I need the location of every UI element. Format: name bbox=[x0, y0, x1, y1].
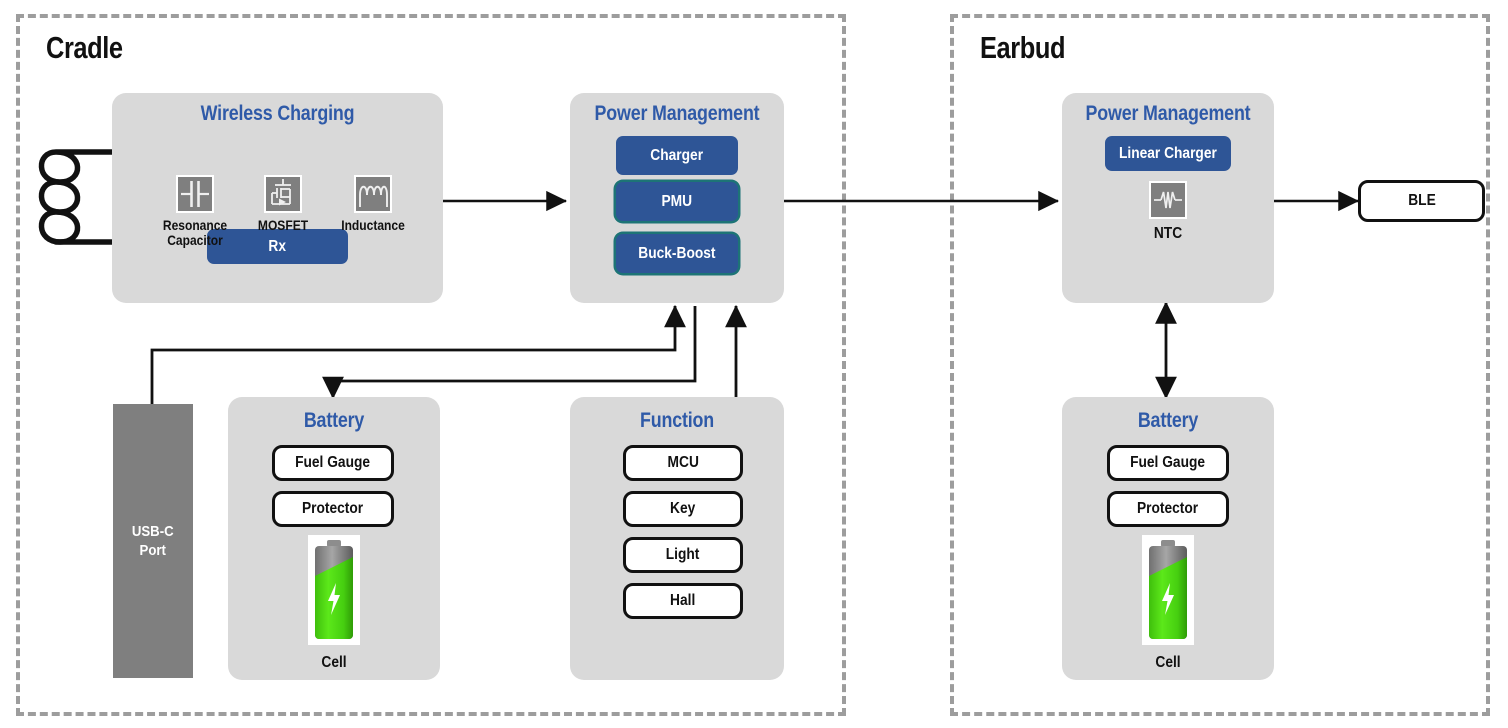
earbud-battery-cell-label: Cell bbox=[1155, 654, 1181, 671]
component-ntc-label: NTC bbox=[1153, 225, 1183, 242]
button-earbud-protector[interactable]: Protector bbox=[1107, 491, 1229, 527]
card-cradle-power-management: Power Management Charger PMU Buck-Boost bbox=[570, 93, 784, 303]
region-earbud-title: Earbud bbox=[980, 30, 1066, 65]
thermistor-icon bbox=[1149, 181, 1187, 219]
button-buck-boost[interactable]: Buck-Boost bbox=[616, 234, 738, 273]
component-inductance-label: Inductance bbox=[341, 217, 405, 233]
component-inductance: Inductance bbox=[324, 175, 422, 233]
card-function: Function MCU Key Light Hall bbox=[570, 397, 784, 680]
button-charger[interactable]: Charger bbox=[616, 136, 738, 175]
card-earbud-battery: Battery Fuel Gauge Protector Cell bbox=[1062, 397, 1274, 680]
button-linear-charger[interactable]: Linear Charger bbox=[1105, 136, 1231, 171]
card-wireless-charging-title: Wireless Charging bbox=[200, 102, 355, 125]
card-function-title: Function bbox=[639, 409, 714, 432]
button-rx[interactable]: Rx bbox=[207, 229, 348, 264]
card-cradle-battery-title: Battery bbox=[303, 409, 365, 432]
ble-box[interactable]: BLE bbox=[1358, 180, 1485, 222]
component-resonance-capacitor: Resonance Capacitor bbox=[148, 175, 242, 248]
component-mosfet: MOSFET bbox=[242, 175, 324, 233]
inductor-icon bbox=[354, 175, 392, 213]
button-mcu[interactable]: MCU bbox=[623, 445, 743, 481]
region-earbud bbox=[950, 14, 1490, 716]
card-cradle-battery: Battery Fuel Gauge Protector Cell bbox=[228, 397, 440, 680]
region-cradle bbox=[16, 14, 846, 716]
card-earbud-power-management-title: Power Management bbox=[1085, 102, 1251, 125]
region-cradle-title: Cradle bbox=[46, 30, 123, 65]
button-key[interactable]: Key bbox=[623, 491, 743, 527]
card-earbud-power-management: Power Management Linear Charger NTC bbox=[1062, 93, 1274, 303]
card-earbud-battery-title: Battery bbox=[1137, 409, 1199, 432]
capacitor-icon bbox=[176, 175, 214, 213]
button-cradle-protector[interactable]: Protector bbox=[272, 491, 394, 527]
battery-cell-icon bbox=[308, 535, 360, 645]
button-cradle-fuel-gauge[interactable]: Fuel Gauge bbox=[272, 445, 394, 481]
card-cradle-power-management-title: Power Management bbox=[594, 102, 760, 125]
component-resonance-capacitor-label: Resonance Capacitor bbox=[162, 217, 228, 248]
component-ntc: NTC bbox=[1128, 181, 1208, 242]
battery-cell-icon bbox=[1142, 535, 1194, 645]
cradle-battery-cell: Cell bbox=[289, 535, 379, 672]
usb-c-port[interactable]: USB-C Port bbox=[113, 404, 193, 678]
button-pmu[interactable]: PMU bbox=[616, 182, 738, 221]
cradle-battery-cell-label: Cell bbox=[321, 654, 347, 671]
card-wireless-charging: Wireless Charging Rx Resonance Capacitor bbox=[112, 93, 443, 303]
earbud-battery-cell: Cell bbox=[1123, 535, 1213, 672]
button-hall[interactable]: Hall bbox=[623, 583, 743, 619]
button-earbud-fuel-gauge[interactable]: Fuel Gauge bbox=[1107, 445, 1229, 481]
mosfet-icon bbox=[264, 175, 302, 213]
button-light[interactable]: Light bbox=[623, 537, 743, 573]
component-mosfet-label: MOSFET bbox=[257, 217, 309, 233]
